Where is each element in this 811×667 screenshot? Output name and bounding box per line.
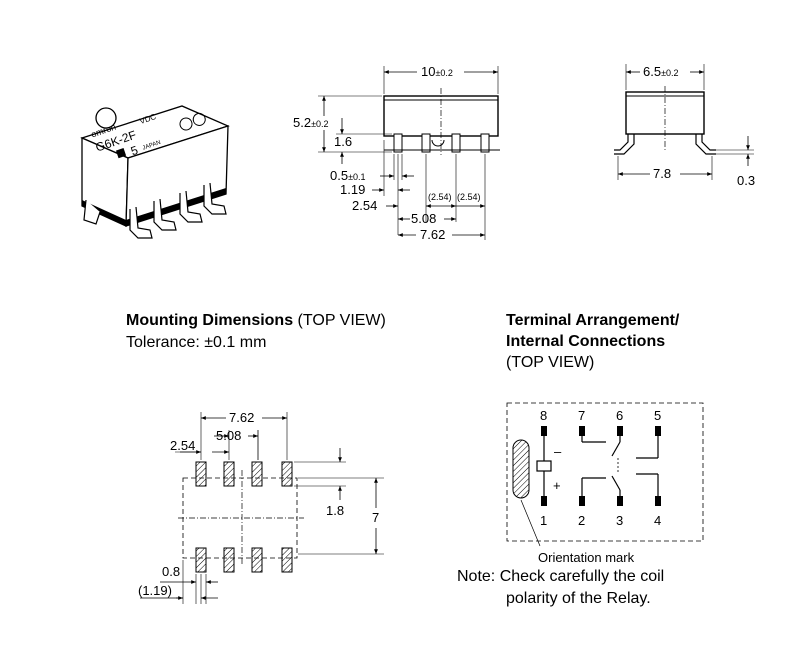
mounting-title: Mounting Dimensions (TOP VIEW) [126, 310, 386, 331]
terminal-title-line2: Internal Connections [506, 333, 666, 350]
orientation-mark-icon [512, 439, 530, 499]
length-value: 10 [421, 64, 435, 79]
pin-1: 1 [540, 513, 547, 528]
lead-offset-value: 1.19 [340, 182, 365, 197]
side-view-labels: 10±0.2 5.2±0.2 1.6 0.5±0.1 1.19 2.54 (2.… [293, 64, 481, 242]
coil-minus: – [554, 444, 562, 459]
mount-span-outer: 7.62 [229, 410, 254, 425]
end-view-labels: 6.5±0.2 7.8 0.3 [643, 64, 755, 188]
pitch-ref-a: (2.54) [428, 192, 452, 202]
height-value: 5.2 [293, 115, 311, 130]
pin-4: 4 [654, 513, 661, 528]
span-a-value: 5.08 [411, 211, 436, 226]
svg-text:0.5±0.1: 0.5±0.1 [330, 168, 366, 183]
mounting-title-rest: (TOP VIEW) [293, 312, 386, 329]
terminal-stubs [541, 426, 661, 506]
lead-width-value: 0.5 [330, 168, 348, 183]
mount-pad-length: 1.8 [326, 503, 344, 518]
width-value: 6.5 [643, 64, 661, 79]
body-height-value: 1.6 [334, 134, 352, 149]
terminal-title-line3: (TOP VIEW) [506, 354, 595, 371]
terminal-diagram: 8 7 6 5 1 2 3 4 [506, 402, 704, 565]
svg-text:5.2±0.2: 5.2±0.2 [293, 115, 329, 130]
mounting-title-bold: Mounting Dimensions [126, 312, 294, 329]
side-view [318, 66, 500, 240]
coil-plus: + [553, 478, 561, 493]
mounting-tolerance: Tolerance: ±0.1 mm [126, 334, 267, 351]
lead-width-tolerance: ±0.1 [348, 172, 365, 182]
solder-pads [195, 461, 293, 573]
pin-3: 3 [616, 513, 623, 528]
svg-text:10±0.2: 10±0.2 [421, 64, 453, 79]
mount-pad-offset: (1.19) [138, 583, 172, 598]
orientation-mark-label: Orientation mark [538, 550, 635, 565]
svg-text:6.5±0.2: 6.5±0.2 [643, 64, 679, 79]
mount-pitch: 2.54 [170, 438, 195, 453]
voltage-label: 5 [129, 143, 140, 159]
terminal-title: Terminal Arrangement/ Internal Connectio… [506, 310, 679, 373]
relay-illustration: omron G6K-2F VDC 5 JAPAN [80, 105, 230, 239]
span-b-value: 7.62 [420, 227, 445, 242]
note-line1: Note: Check carefully the coil [457, 568, 665, 585]
pitch-ref-b: (2.54) [457, 192, 481, 202]
note-line2: polarity of the Relay. [506, 590, 651, 607]
mount-row-span: 7 [372, 510, 379, 525]
pin-8: 8 [540, 408, 547, 423]
length-tolerance: ±0.2 [435, 68, 452, 78]
lead-thickness-value: 0.3 [737, 173, 755, 188]
coil-polarity-note: Note: Check carefully the coil polarity … [457, 566, 664, 610]
mounting-labels: 7.62 5.08 2.54 1.8 7 0.8 (1.19) [138, 410, 379, 598]
mounting-pattern [140, 412, 384, 604]
terminal-title-line1: Terminal Arrangement/ [506, 312, 680, 329]
pin-2: 2 [578, 513, 585, 528]
width-tolerance: ±0.2 [661, 68, 678, 78]
certification-mark-icon [179, 112, 206, 131]
mount-span-inner: 5.08 [216, 428, 241, 443]
country-label: JAPAN [142, 140, 162, 152]
pin-7: 7 [578, 408, 585, 423]
mount-pad-width: 0.8 [162, 564, 180, 579]
pin-6: 6 [616, 408, 623, 423]
relay-leads [83, 182, 227, 239]
end-view [614, 64, 754, 180]
height-tolerance: ±0.2 [311, 119, 328, 129]
pin-5: 5 [654, 408, 661, 423]
pitch-value: 2.54 [352, 198, 377, 213]
foot-span-value: 7.8 [653, 166, 671, 181]
